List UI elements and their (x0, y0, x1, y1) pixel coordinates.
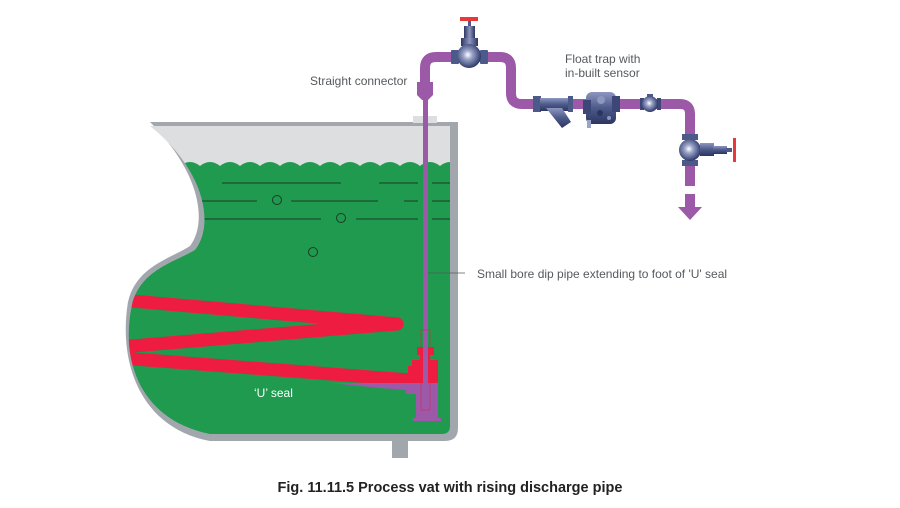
u-seal-purple-foot (330, 383, 441, 421)
bubbles (272, 195, 346, 257)
straight-connector (417, 82, 433, 100)
discharge-pipework (417, 17, 736, 220)
float-trap (583, 92, 620, 128)
isolation-valve-top (451, 17, 488, 68)
strainer (533, 96, 573, 128)
dip-pipe-tube (423, 103, 428, 409)
check-valve (640, 94, 661, 112)
discharge-pipe (420, 52, 695, 186)
steam-coil (128, 293, 417, 387)
bubble (336, 213, 346, 223)
label-float-trap-line2: in-built sensor (565, 66, 640, 80)
bubble (308, 247, 318, 257)
label-straight-connector: Straight connector (310, 74, 408, 88)
figure-caption: Fig. 11.11.5 Process vat with rising dis… (277, 480, 623, 496)
label-u-seal: ‘U’ seal (254, 386, 293, 400)
vessel-drain-stub (392, 438, 408, 458)
label-dip-pipe: Small bore dip pipe extending to foot of… (477, 267, 728, 281)
vessel (125, 122, 459, 458)
handwheel-icon (733, 138, 736, 162)
dip-pipe (413, 103, 437, 411)
dip-pipe-foot-outline (420, 329, 431, 411)
discharge-arrow-icon (678, 194, 702, 220)
label-float-trap-line1: Float trap with (565, 52, 641, 66)
vessel-headspace (128, 126, 450, 166)
straight-connector-stub (423, 100, 428, 106)
isolation-valve-side (679, 134, 736, 166)
bubble (272, 195, 282, 205)
liquid-ripple-lines (202, 182, 450, 220)
